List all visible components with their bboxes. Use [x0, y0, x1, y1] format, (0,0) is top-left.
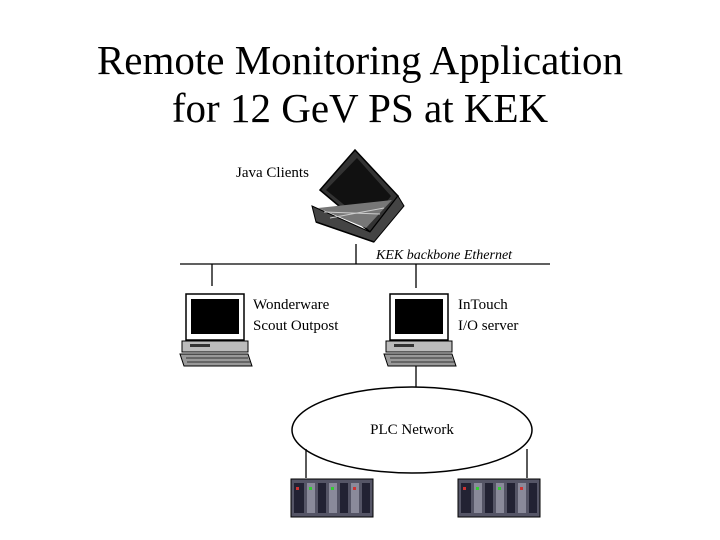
- plc-network-ellipse: [291, 386, 533, 474]
- desktop-computer-icon: [179, 293, 253, 367]
- title-line-1: Remote Monitoring Application: [96, 37, 624, 83]
- plc-network-label: PLC Network: [370, 422, 454, 438]
- wonderware-line-1: Wonderware: [253, 297, 330, 313]
- title-line-2: for 12 GeV PS at KEK: [171, 85, 549, 131]
- intouch-line-2: I/O server: [458, 318, 518, 334]
- backbone-label: KEK backbone Ethernet: [375, 248, 513, 263]
- laptop-icon: [311, 148, 405, 243]
- java-clients-label: Java Clients: [236, 165, 309, 181]
- plc-rack-icon: [290, 478, 374, 518]
- wonderware-line-2: Scout Outpost: [253, 318, 339, 334]
- backbone-ethernet: [180, 244, 550, 288]
- desktop-computer-icon: [383, 293, 457, 367]
- plc-rack-icon: [457, 478, 541, 518]
- intouch-line-1: InTouch: [458, 297, 508, 313]
- slide-title: Remote Monitoring Application for 12 GeV…: [0, 36, 720, 132]
